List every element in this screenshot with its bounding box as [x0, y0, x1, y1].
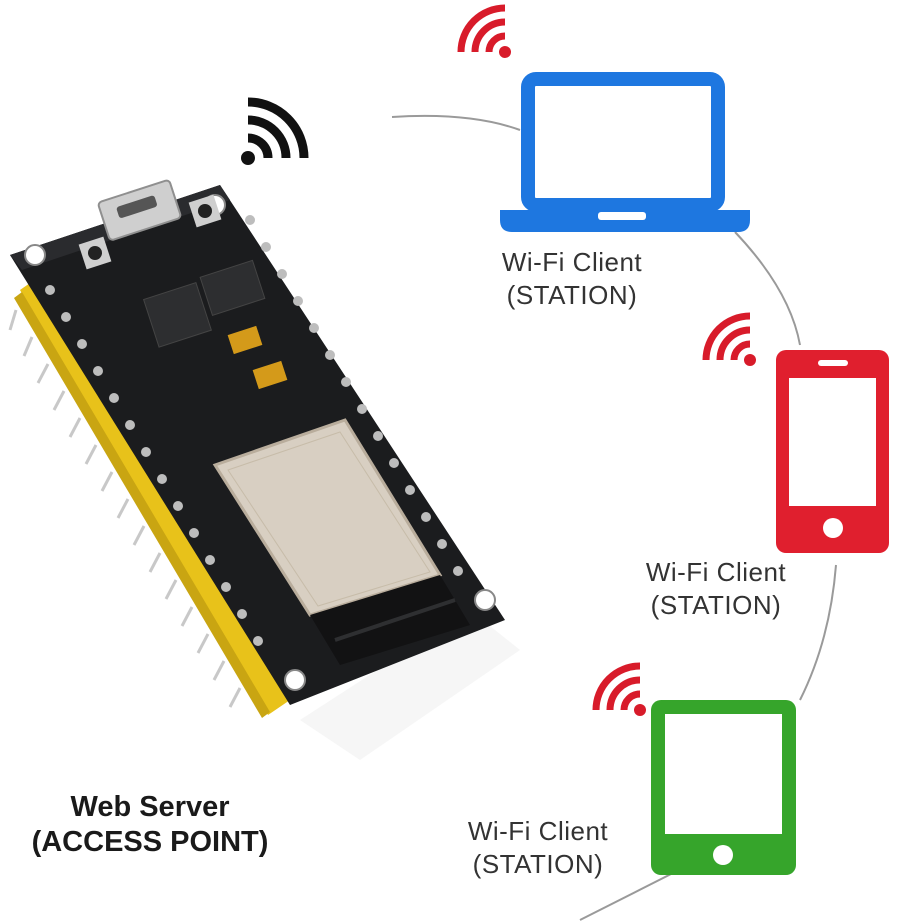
client-label-line1: Wi-Fi Client	[501, 247, 643, 277]
tablet-icon	[651, 700, 796, 875]
client-label-line1: Wi-Fi Client	[467, 816, 609, 846]
pin-header-left	[14, 276, 290, 718]
tablet-client-label: Wi-Fi Client (STATION)	[444, 815, 632, 881]
pads-left	[45, 285, 263, 646]
smartphone-icon	[776, 350, 889, 553]
pads-right	[245, 215, 463, 576]
wifi-icon	[241, 97, 309, 165]
client-label-line2: (STATION)	[650, 590, 782, 620]
connection-line	[391, 114, 837, 921]
client-label-line2: (STATION)	[472, 849, 604, 879]
server-label: Web Server (ACCESS POINT)	[2, 790, 298, 860]
wifi-icon	[702, 312, 756, 366]
server-label-line1: Web Server	[70, 791, 230, 823]
wifi-icon	[592, 662, 646, 716]
laptop-icon	[500, 72, 750, 232]
client-label-line2: (STATION)	[506, 280, 638, 310]
wifi-icon	[457, 4, 511, 58]
esp32-board	[8, 179, 520, 760]
laptop-client-label: Wi-Fi Client (STATION)	[478, 246, 666, 312]
client-label-line1: Wi-Fi Client	[645, 557, 787, 587]
pins-left	[8, 309, 242, 708]
phone-client-label: Wi-Fi Client (STATION)	[622, 556, 810, 622]
server-label-line2: (ACCESS POINT)	[31, 826, 269, 858]
